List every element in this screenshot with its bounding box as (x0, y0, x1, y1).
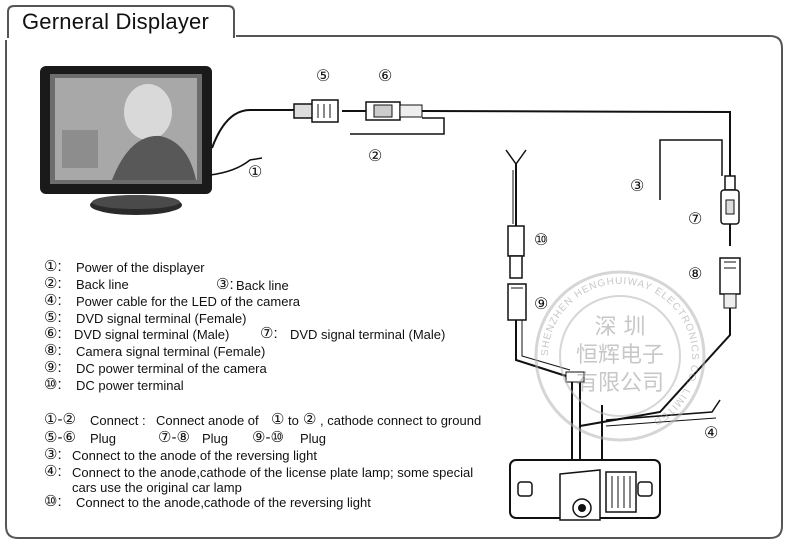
svg-text:恒辉电子: 恒辉电子 (576, 343, 664, 368)
legend-marker: ⑩: (44, 376, 62, 393)
connect-to: to (288, 413, 299, 428)
connector-5-body (293, 103, 315, 119)
svg-text:深 圳: 深 圳 (595, 315, 646, 340)
connect-3-text: Connect to the anode of the reversing li… (72, 448, 317, 463)
callout-3: ③ (630, 178, 645, 195)
video-cable (211, 109, 294, 149)
connector-8-body (719, 257, 741, 295)
legend-item-text: Power of the displayer (76, 260, 205, 275)
connect-ref-2: ② (303, 411, 317, 428)
callout-7: ⑦ (688, 211, 703, 228)
legend-marker: ①: (44, 258, 62, 275)
legend-marker: ⑧: (44, 342, 62, 359)
legend-item-text: DVD signal terminal (Female) (76, 311, 247, 326)
legend-item-text: Back line (76, 277, 129, 292)
legend-marker: ⑥: (44, 325, 62, 342)
connect-ref-1: ① (271, 411, 285, 428)
connect-text-a: Connect anode of (156, 413, 259, 428)
legend-item-text: Back line (236, 278, 289, 293)
connect-marker: ①-② (44, 411, 76, 428)
connect-10-text: Connect to the anode,cathode of the reve… (76, 495, 371, 510)
antenna-lines (505, 149, 527, 166)
camera-drawing (509, 459, 661, 521)
plug-label: Plug (300, 431, 327, 446)
title-tab (7, 5, 235, 38)
legend-item-text: Power cable for the LED of the camera (76, 294, 301, 309)
connector-10-body (507, 225, 525, 257)
legend-marker: ②: (44, 275, 62, 292)
callout-6: ⑥ (378, 68, 393, 85)
legend-marker: ④: (44, 292, 62, 309)
plug-label: Plug (202, 431, 229, 446)
callout-5: ⑤ (316, 68, 331, 85)
callout-8: ⑧ (688, 266, 703, 283)
plug-marker: ⑨-⑩ (252, 429, 284, 446)
plug-label: Plug (90, 431, 117, 446)
monitor-drawing (40, 66, 212, 215)
legend-item-text: Camera signal terminal (Female) (76, 344, 266, 359)
callout-1: ① (248, 164, 263, 181)
connect-4-text-cont: cars use the original car lamp (72, 480, 242, 495)
legend-marker: ③: (216, 276, 234, 293)
led-power-line (605, 399, 721, 421)
callout-4: ④ (704, 425, 719, 442)
diagram-frame (5, 35, 783, 539)
back-line-3 (659, 139, 723, 200)
legend-marker: ⑨: (44, 359, 62, 376)
back-line-2 (350, 117, 445, 135)
legend-marker: ⑦: (260, 325, 278, 342)
connect-text-b: , cathode connect to ground (320, 413, 482, 428)
connector-9-body (507, 283, 527, 321)
connect-label: Connect : (90, 413, 146, 428)
company-seal: SHENZHEN HENGHUIWAY ELECTRONICS CO.,LIMI… (534, 270, 706, 442)
connect-3-marker: ③: (44, 446, 62, 463)
connect-4-marker: ④: (44, 463, 62, 480)
legend-item-text: DC power terminal (76, 378, 184, 393)
connect-4-text: Connect to the anode,cathode of the lice… (72, 465, 474, 480)
callout-2: ② (368, 148, 383, 165)
legend-item-text: DVD signal terminal (Male) (290, 327, 446, 342)
svg-text:有限公司: 有限公司 (576, 371, 664, 396)
connect-10-marker: ⑩: (44, 493, 62, 510)
power-wire (209, 157, 263, 176)
callout-10: ⑩ (534, 232, 549, 249)
page-title: Gerneral Displayer (22, 9, 210, 34)
legend-item-text: DVD signal terminal (Male) (74, 327, 230, 342)
legend-item-text: DC power terminal of the camera (76, 361, 267, 376)
callout-9: ⑨ (534, 296, 549, 313)
legend-marker: ⑤: (44, 309, 62, 326)
plug-marker: ⑤-⑥ (44, 429, 76, 446)
plug-marker: ⑦-⑧ (158, 429, 190, 446)
